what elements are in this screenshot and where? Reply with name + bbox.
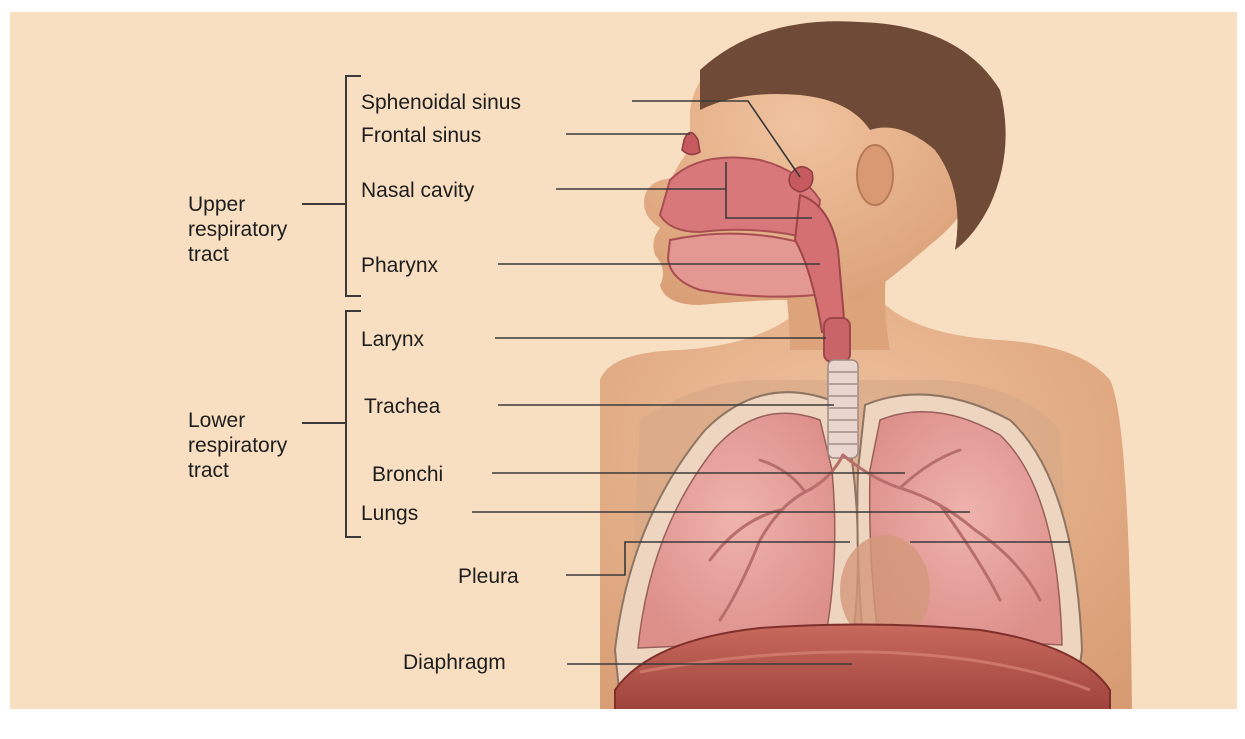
- trachea-shape: [828, 360, 858, 458]
- ear: [857, 145, 893, 205]
- nasal-cavity-label: Nasal cavity: [361, 180, 474, 201]
- bronchi-label: Bronchi: [372, 464, 443, 485]
- larynx-shape: [824, 318, 850, 362]
- pleura-label: Pleura: [458, 566, 519, 587]
- upper-respiratory-tract-label: Upper respiratory tract: [188, 192, 287, 267]
- diaphragm-label: Diaphragm: [403, 652, 506, 673]
- upper-tract-bracket: [346, 76, 361, 296]
- trachea-label: Trachea: [364, 396, 440, 417]
- lower-tract-line-2: respiratory: [188, 433, 287, 458]
- sphenoidal-sinus-shape: [789, 167, 813, 192]
- upper-tract-line-2: respiratory: [188, 217, 287, 242]
- sphenoidal-sinus-label: Sphenoidal sinus: [361, 92, 521, 113]
- upper-tract-line-1: Upper: [188, 192, 287, 217]
- lower-tract-line-1: Lower: [188, 408, 287, 433]
- upper-tract-line-3: tract: [188, 242, 287, 267]
- larynx-label: Larynx: [361, 329, 424, 350]
- lungs-label: Lungs: [361, 503, 418, 524]
- frontal-sinus-label: Frontal sinus: [361, 125, 481, 146]
- pharynx-label: Pharynx: [361, 255, 438, 276]
- lower-respiratory-tract-label: Lower respiratory tract: [188, 408, 287, 483]
- lower-tract-bracket: [346, 311, 361, 537]
- lower-tract-line-3: tract: [188, 458, 287, 483]
